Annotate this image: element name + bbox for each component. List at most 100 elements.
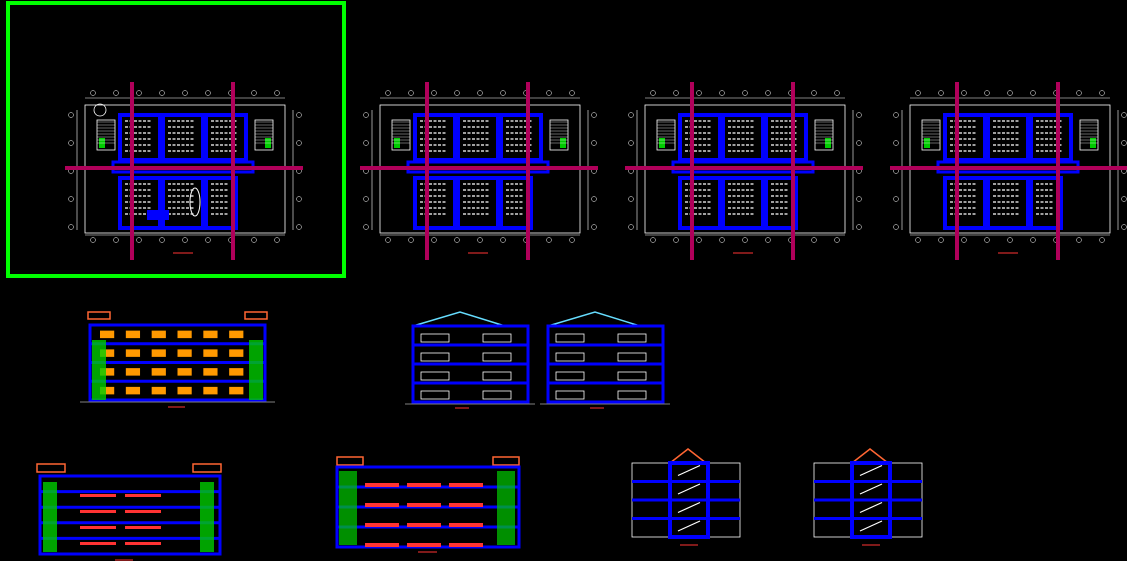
window-band: [407, 483, 441, 487]
sections-layer: [631, 448, 923, 546]
stair-core: [921, 119, 941, 151]
axis-bubble: [591, 196, 597, 202]
axis-bubble: [811, 237, 817, 243]
window-band: [407, 503, 441, 507]
window-frame: [420, 333, 450, 343]
axis-bubble: [893, 112, 899, 118]
room-wall: [678, 113, 722, 162]
window-band: [80, 510, 116, 513]
window-frame: [420, 390, 450, 400]
window: [203, 368, 218, 376]
window-frame: [617, 333, 647, 343]
axis-bubble: [159, 237, 165, 243]
stair-section-b: [813, 448, 923, 546]
axis-bubble: [68, 140, 74, 146]
axis-bubble: [856, 140, 862, 146]
window-frame: [482, 390, 512, 400]
axis-bubble: [673, 237, 679, 243]
room-wall: [204, 176, 238, 230]
room-wall: [678, 176, 722, 230]
selected-viewport-frame[interactable]: [6, 1, 346, 278]
stair-flight: [677, 464, 701, 477]
axis-bubble: [408, 237, 414, 243]
axis-bubble: [650, 90, 656, 96]
axis-bubble: [961, 237, 967, 243]
room-wall: [986, 176, 1030, 230]
axis-bubble: [856, 224, 862, 230]
front-elevation: [80, 311, 275, 408]
axis-bubble: [90, 90, 96, 96]
axis-bubble: [591, 140, 597, 146]
axis-bubble: [454, 90, 460, 96]
axis-bubble: [363, 112, 369, 118]
window-frame: [555, 352, 585, 362]
roof-truss: [547, 311, 641, 327]
roof-truss: [412, 311, 506, 327]
plan-3: [625, 82, 863, 260]
axis-bubble: [569, 90, 575, 96]
stair-tower: [339, 471, 357, 545]
stair-flight: [859, 483, 883, 495]
axis-bubble: [742, 237, 748, 243]
stair-tower: [43, 482, 57, 552]
axis-bubble: [1099, 90, 1105, 96]
side-elevation-b: [540, 311, 670, 409]
window-band: [80, 494, 116, 497]
axis-bubble: [477, 237, 483, 243]
stair-section-a: [631, 448, 741, 546]
room-wall: [118, 113, 162, 162]
axis-bubble: [765, 237, 771, 243]
axis-bubble: [205, 237, 211, 243]
roof-cap: [36, 463, 66, 473]
room-wall: [986, 113, 1030, 162]
room-wall: [1029, 176, 1063, 230]
window: [229, 349, 244, 357]
window: [151, 386, 166, 395]
window-frame: [482, 333, 512, 343]
window: [177, 349, 192, 357]
window-frame: [555, 371, 585, 381]
window: [203, 330, 218, 339]
axis-bubble: [591, 112, 597, 118]
axis-bubble: [431, 237, 437, 243]
axis-bubble: [296, 224, 302, 230]
roof-cap: [244, 311, 268, 320]
window: [100, 386, 115, 395]
axis-bubble: [182, 90, 188, 96]
axis-bubble: [408, 90, 414, 96]
axis-bubble: [984, 90, 990, 96]
axis-bubble: [856, 196, 862, 202]
axis-bubble: [274, 237, 280, 243]
axis-bubble: [296, 112, 302, 118]
window-band: [449, 523, 483, 527]
stair-core: [96, 119, 116, 151]
axis-bubble: [251, 90, 257, 96]
room-wall: [499, 113, 543, 162]
axis-bubble: [136, 90, 142, 96]
axis-bubble: [500, 90, 506, 96]
roof-cap: [87, 311, 111, 320]
window-frame: [420, 352, 450, 362]
room-wall: [413, 176, 457, 230]
axis-bubble: [591, 224, 597, 230]
north-arrow-icon: [93, 103, 107, 117]
axis-bubble: [363, 140, 369, 146]
window-band: [449, 483, 483, 487]
axis-bubble: [90, 237, 96, 243]
elevations-layer: [36, 311, 670, 561]
stair-tower: [92, 340, 106, 400]
window: [125, 349, 141, 357]
stair-tower: [249, 340, 263, 400]
window: [151, 349, 166, 357]
axis-bubble: [363, 196, 369, 202]
plan-4: [890, 82, 1127, 260]
stair-core: [1079, 119, 1099, 151]
axis-bubble: [628, 224, 634, 230]
stair-tower: [497, 471, 515, 545]
room-wall: [456, 176, 500, 230]
roof-cap: [336, 456, 364, 466]
axis-bubble: [385, 237, 391, 243]
room-wall: [161, 176, 205, 230]
